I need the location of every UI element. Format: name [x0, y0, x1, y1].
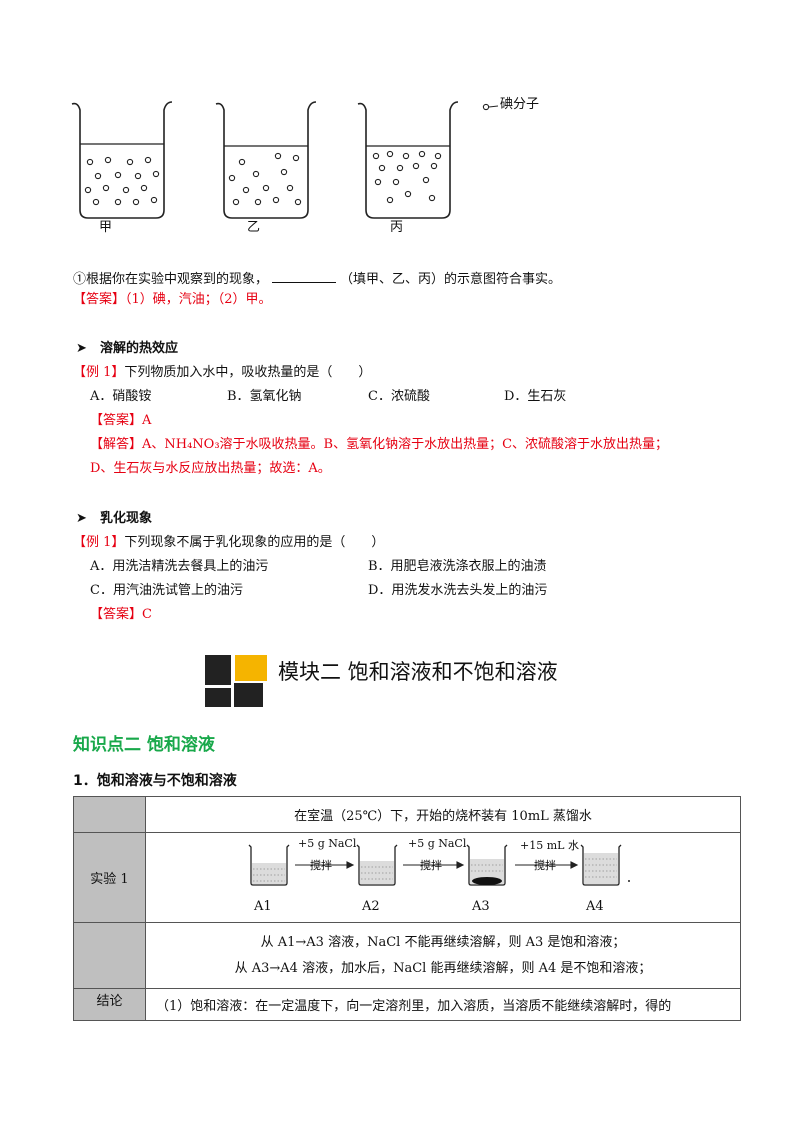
observation-line-2: 从 A3→A4 溶液，加水后，NaCl 能再继续溶解，则 A4 是不饱和溶液；: [234, 960, 652, 976]
arrow-label-2: +5 g NaCl: [408, 837, 467, 850]
beaker-label-yi: 乙: [247, 220, 261, 235]
emulsion-option-a: A．用洗洁精洗去餐具上的油污: [90, 559, 269, 574]
answer-1: 【答案】（1）碘，汽油；（2）甲。: [73, 292, 272, 307]
legend-label: 碘分子: [500, 97, 540, 112]
iodine-molecule-icon: [482, 103, 499, 111]
heat-explain-2: D、生石灰与水反应放出热量；故选：A。: [90, 461, 331, 476]
module-title: 模块二 饱和溶液和不饱和溶液: [278, 660, 558, 684]
example-tag: 【例 1】: [73, 535, 125, 550]
subsection-title: 1．饱和溶液与不饱和溶液: [73, 773, 237, 789]
experiment-diagram-cell: +5 g NaCl +5 g NaCl +15 mL 水 搅拌 搅拌 搅拌 A1…: [145, 832, 741, 923]
arrow-sub-3: 搅拌: [534, 859, 556, 872]
emulsion-section-heading: ➤ 乳化现象: [76, 511, 153, 526]
observation-label-cell: [73, 922, 146, 989]
heat-explain-1: 【解答】A、NH₄NO₃溶于水吸收热量。B、氢氧化钠溶于水放出热量；C、浓硫酸溶…: [90, 437, 669, 452]
table-header-label-cell: [73, 796, 146, 833]
molecules-bing: [372, 150, 442, 204]
module-logo-icon: [205, 655, 267, 707]
option-b: B．氢氧化钠: [227, 389, 302, 404]
conclusion-cell: （1）饱和溶液：在一定温度下，向一定溶剂里，加入溶质，当溶质不能继续溶解时，得的: [145, 988, 741, 1021]
question-1-prefix: ①根据你在实验中观察到的现象，: [73, 272, 269, 287]
option-c: C．浓硫酸: [368, 389, 430, 404]
emulsion-question-text: 下列现象不属于乳化现象的应用的是（ ）: [124, 535, 385, 550]
answer-blank: [272, 270, 337, 283]
bullet-arrow-icon: ➤: [76, 341, 87, 356]
emulsion-question: 【例 1】下列现象不属于乳化现象的应用的是（ ）: [73, 534, 384, 552]
heat-answer: 【答案】A: [90, 413, 152, 428]
arrow-label-3: +15 mL 水: [520, 839, 579, 852]
arrow-label-1: +5 g NaCl: [298, 837, 357, 850]
beaker-label-a1: A1: [254, 899, 272, 914]
beaker-bing: [357, 101, 459, 219]
emulsion-option-c: C．用汽油洗试管上的油污: [90, 583, 243, 598]
observation-line-1: 从 A1→A3 溶液，NaCl 不能再继续溶解，则 A3 是饱和溶液；: [260, 934, 626, 950]
heat-question: 【例 1】下列物质加入水中，吸收热量的是（ ）: [73, 364, 371, 382]
beaker-label-a3: A3: [472, 899, 490, 914]
arrow-sub-1: 搅拌: [310, 859, 332, 872]
beaker-label-a4: A4: [586, 899, 604, 914]
dissolution-diagram: [248, 844, 630, 886]
example-tag: 【例 1】: [73, 365, 125, 380]
option-a: A．硝酸铵: [90, 389, 152, 404]
question-1-suffix: （填甲、乙、丙）的示意图符合事实。: [340, 272, 562, 287]
heat-section-heading: ➤ 溶解的热效应: [76, 341, 179, 356]
option-d: D．生石灰: [504, 389, 567, 404]
experiment-label: 实验 1: [73, 832, 146, 923]
emulsion-option-b: B．用肥皂液洗涤衣服上的油渍: [368, 559, 547, 574]
undissolved-salt: [472, 876, 502, 885]
emulsion-option-d: D．用洗发水洗去头发上的油污: [368, 583, 548, 598]
emulsion-answer: 【答案】C: [90, 607, 152, 622]
bullet-arrow-icon: ➤: [76, 511, 87, 526]
arrow-sub-2: 搅拌: [420, 859, 442, 872]
beaker-yi: [215, 101, 317, 219]
table-header-cell: 在室温（25℃）下，开始的烧杯装有 10mL 蒸馏水: [145, 796, 741, 833]
experiment-table: 在室温（25℃）下，开始的烧杯装有 10mL 蒸馏水 实验 1: [73, 796, 741, 1021]
question-1: ①根据你在实验中观察到的现象， （填甲、乙、丙）的示意图符合事实。: [73, 270, 561, 289]
observation-cell: 从 A1→A3 溶液，NaCl 不能再继续溶解，则 A3 是饱和溶液； 从 A3…: [145, 922, 741, 989]
beaker-label-jia: 甲: [99, 220, 113, 235]
knowledge-title: 知识点二 饱和溶液: [73, 735, 215, 755]
conclusion-label: 结论: [73, 988, 146, 1021]
molecules-jia: [84, 156, 160, 206]
beaker-label-bing: 丙: [390, 220, 404, 235]
heat-question-text: 下列物质加入水中，吸收热量的是（ ）: [124, 365, 372, 380]
molecules-yi: [228, 152, 302, 206]
beaker-label-a2: A2: [362, 899, 380, 914]
iodine-beaker-diagram: [71, 101, 499, 219]
beaker-jia: [71, 101, 173, 219]
